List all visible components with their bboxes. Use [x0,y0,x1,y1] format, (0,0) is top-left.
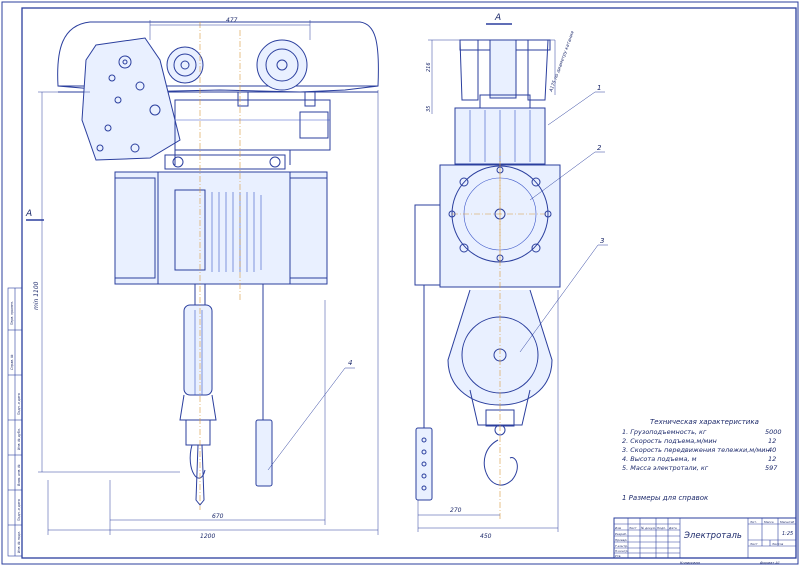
hook-block [183,304,213,396]
stamp-massa: Масса [764,520,774,524]
side-view: A [414,13,608,540]
stamp-izm: Изм [615,526,622,530]
specs-heading: Техническая характеристика [650,418,759,426]
section-mark-a: A [25,209,32,219]
inner-frame [21,7,797,559]
stamp-sign: Подп. [657,526,666,530]
hook-side [483,439,518,486]
spec-value: 597 [765,464,778,472]
stamp-sheets: Листов [771,542,783,546]
rail-beam-outline [57,21,379,93]
stamp-nkontr: Н.контр. [615,549,628,553]
pendant-control-side [415,427,433,501]
stamp-lit: Лит. [749,520,757,524]
title-block: Изм Лист № докум. Подп. Дата Разраб. Про… [613,517,797,565]
side-strip-label: Подп. и дата [17,499,21,521]
stamp-prov: Провер. [615,538,628,542]
spec-value: 12 [768,437,776,445]
stamp-doc: № докум. [640,526,656,530]
side-strip-label: Справ. № [10,354,14,370]
side-strip-label: Инв. № дубл. [17,428,21,450]
stamp-date: Дата [668,526,677,530]
side-strip-label: Инв. № подл. [17,531,21,553]
dimension-1200: 1200 [200,533,215,540]
technical-specs: Техническая характеристика 1. Грузоподъе… [622,418,782,502]
stamp-sheet: Лист [749,542,758,546]
spec-label: 2. Скорость подъема,м/мин [622,437,717,445]
callout-2: 2 [597,144,602,152]
side-strip-label: Перв. примен. [10,301,14,325]
front-view: 477 min 1100 A 670 1200 4 [25,17,379,540]
stamp-list: Лист [628,526,637,530]
callout-1: 1 [597,84,601,92]
gear-housing [81,37,181,161]
spec-label: 5. Масса электротали, кг [622,464,709,472]
dimension-670: 670 [212,513,224,520]
view-label-a: A [494,13,501,23]
spec-value: 12 [768,455,776,463]
stamp-utv: Утв. [615,554,621,558]
side-stamp-strip: Перв. примен. Справ. № Подп. и дата Инв.… [7,287,23,557]
pendant-control [255,419,273,487]
callout-3: 3 [600,237,604,245]
dimension-216: 216 [426,62,432,72]
trolley-frame [174,99,331,151]
stamp-masshtab: Масштаб [780,520,794,524]
stamp-scale: 1:25 [782,531,793,537]
spec-value: 5000 [765,428,782,436]
rail-profile [489,39,517,99]
dimension-top-width: 477 [226,17,238,24]
flange-note: A175 по диаметру катания [548,30,576,94]
dimension-270: 270 [450,507,462,514]
trolley-wheel [256,39,308,91]
copied-label: Копировал [680,561,701,565]
spec-label: 1. Грузоподъемность, кг [622,428,707,436]
stamp-razrab: Разраб. [615,532,627,536]
spec-label: 3. Скорость передвижения тележки,м/мин [622,446,770,454]
drawing-title: Электроталь [683,531,742,541]
dimension-450: 450 [480,533,492,540]
hoist-body [114,171,328,285]
stamp-tkontr: Т.контр. [615,544,628,548]
spec-label: 4. Высота подъема, м [622,455,697,463]
side-strip-label: Взам. инв. № [17,464,21,486]
callout-4: 4 [348,359,352,367]
spec-value: 40 [768,446,776,454]
dimension-height: min 1100 [33,281,40,310]
side-strip-label: Подп. и дата [17,393,21,415]
trolley-wheel [166,46,204,84]
notes: 1 Размеры для справок [622,494,709,502]
format-label: Формат А1 [760,561,780,565]
dimension-35: 35 [426,106,432,112]
